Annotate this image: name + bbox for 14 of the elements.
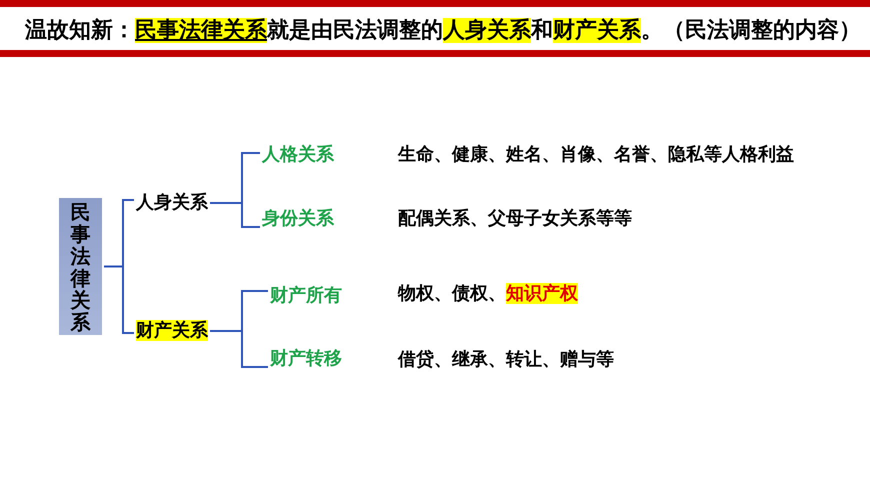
subcategory-label: 身份关系 — [262, 208, 334, 230]
category-label: 财产关系 — [136, 320, 208, 342]
description-text: 配偶关系、父母子女关系等等 — [398, 208, 632, 230]
brace-connector — [210, 330, 268, 368]
subcategory-label: 人格关系 — [262, 144, 334, 166]
title-text: 温故知新：民事法律关系就是由民法调整的人身关系和财产关系。（民法调整的内容） — [25, 18, 861, 44]
category-label: 人身关系 — [136, 192, 208, 214]
brace-connector — [210, 202, 260, 228]
description-text: 物权、债权、知识产权 — [398, 283, 578, 305]
subcategory-label: 财产所有 — [270, 285, 342, 307]
description-text: 生命、健康、姓名、肖像、名誉、隐私等人格利益 — [398, 144, 794, 166]
description-text: 借贷、继承、转让、赠与等 — [398, 349, 614, 371]
vertical-label-box: 民事法律关系 — [59, 198, 102, 335]
subcategory-label: 财产转移 — [270, 348, 342, 370]
